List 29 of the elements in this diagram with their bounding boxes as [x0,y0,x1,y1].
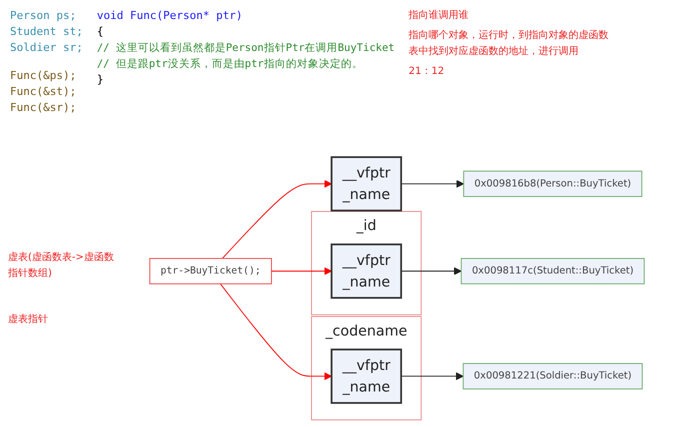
code-line: Func(&st); [10,84,76,100]
node-box: __vfptr _name [330,156,402,212]
arrow [400,267,462,276]
arrow [400,372,464,380]
node-box: __vfptr _name [330,244,402,299]
code-line: Person ps; [10,8,76,24]
code-line: void Func(Person* ptr) [96,8,243,24]
node-box: 0x0098117c(Student::BuyTicket) [460,258,645,284]
annotation-note: 虚表(虚函数表->虚函数指针数组) [8,250,115,280]
arrow [220,283,332,380]
annotation-note: 21：12 [408,65,444,79]
annotation-note: 指向谁调用谁 [408,8,469,23]
code-line: Func(&ps); [10,68,76,84]
node-box: 0x00981221(Soldier::BuyTicket) [462,363,643,390]
node-box: 0x009816b8(Person::BuyTicket) [463,170,642,197]
code-line: } [96,72,104,88]
code-comment: // 但是跟ptr没关系，而是由ptr指向的对象决定的。 [96,57,363,72]
arrow [400,180,464,188]
code-line: Soldier sr; [10,40,83,56]
node-box: __vfptr _name [330,348,402,404]
arrow [222,180,332,259]
code-line: { [96,24,104,40]
code-comment: // 这里可以看到虽然都是Person指针Ptr在调用BuyTicket [96,41,395,56]
code-line: Func(&sr); [10,100,76,116]
annotation-note: 指向哪个对象，运行时，到指向对象的虚函数表中找到对应虚函数的地址，进行调用 [408,28,609,59]
node-box: ptr->BuyTicket(); [149,258,272,284]
annotation-note: 虚表指针 [8,312,48,326]
arrow [271,267,332,276]
code-line: Student st; [10,24,83,40]
